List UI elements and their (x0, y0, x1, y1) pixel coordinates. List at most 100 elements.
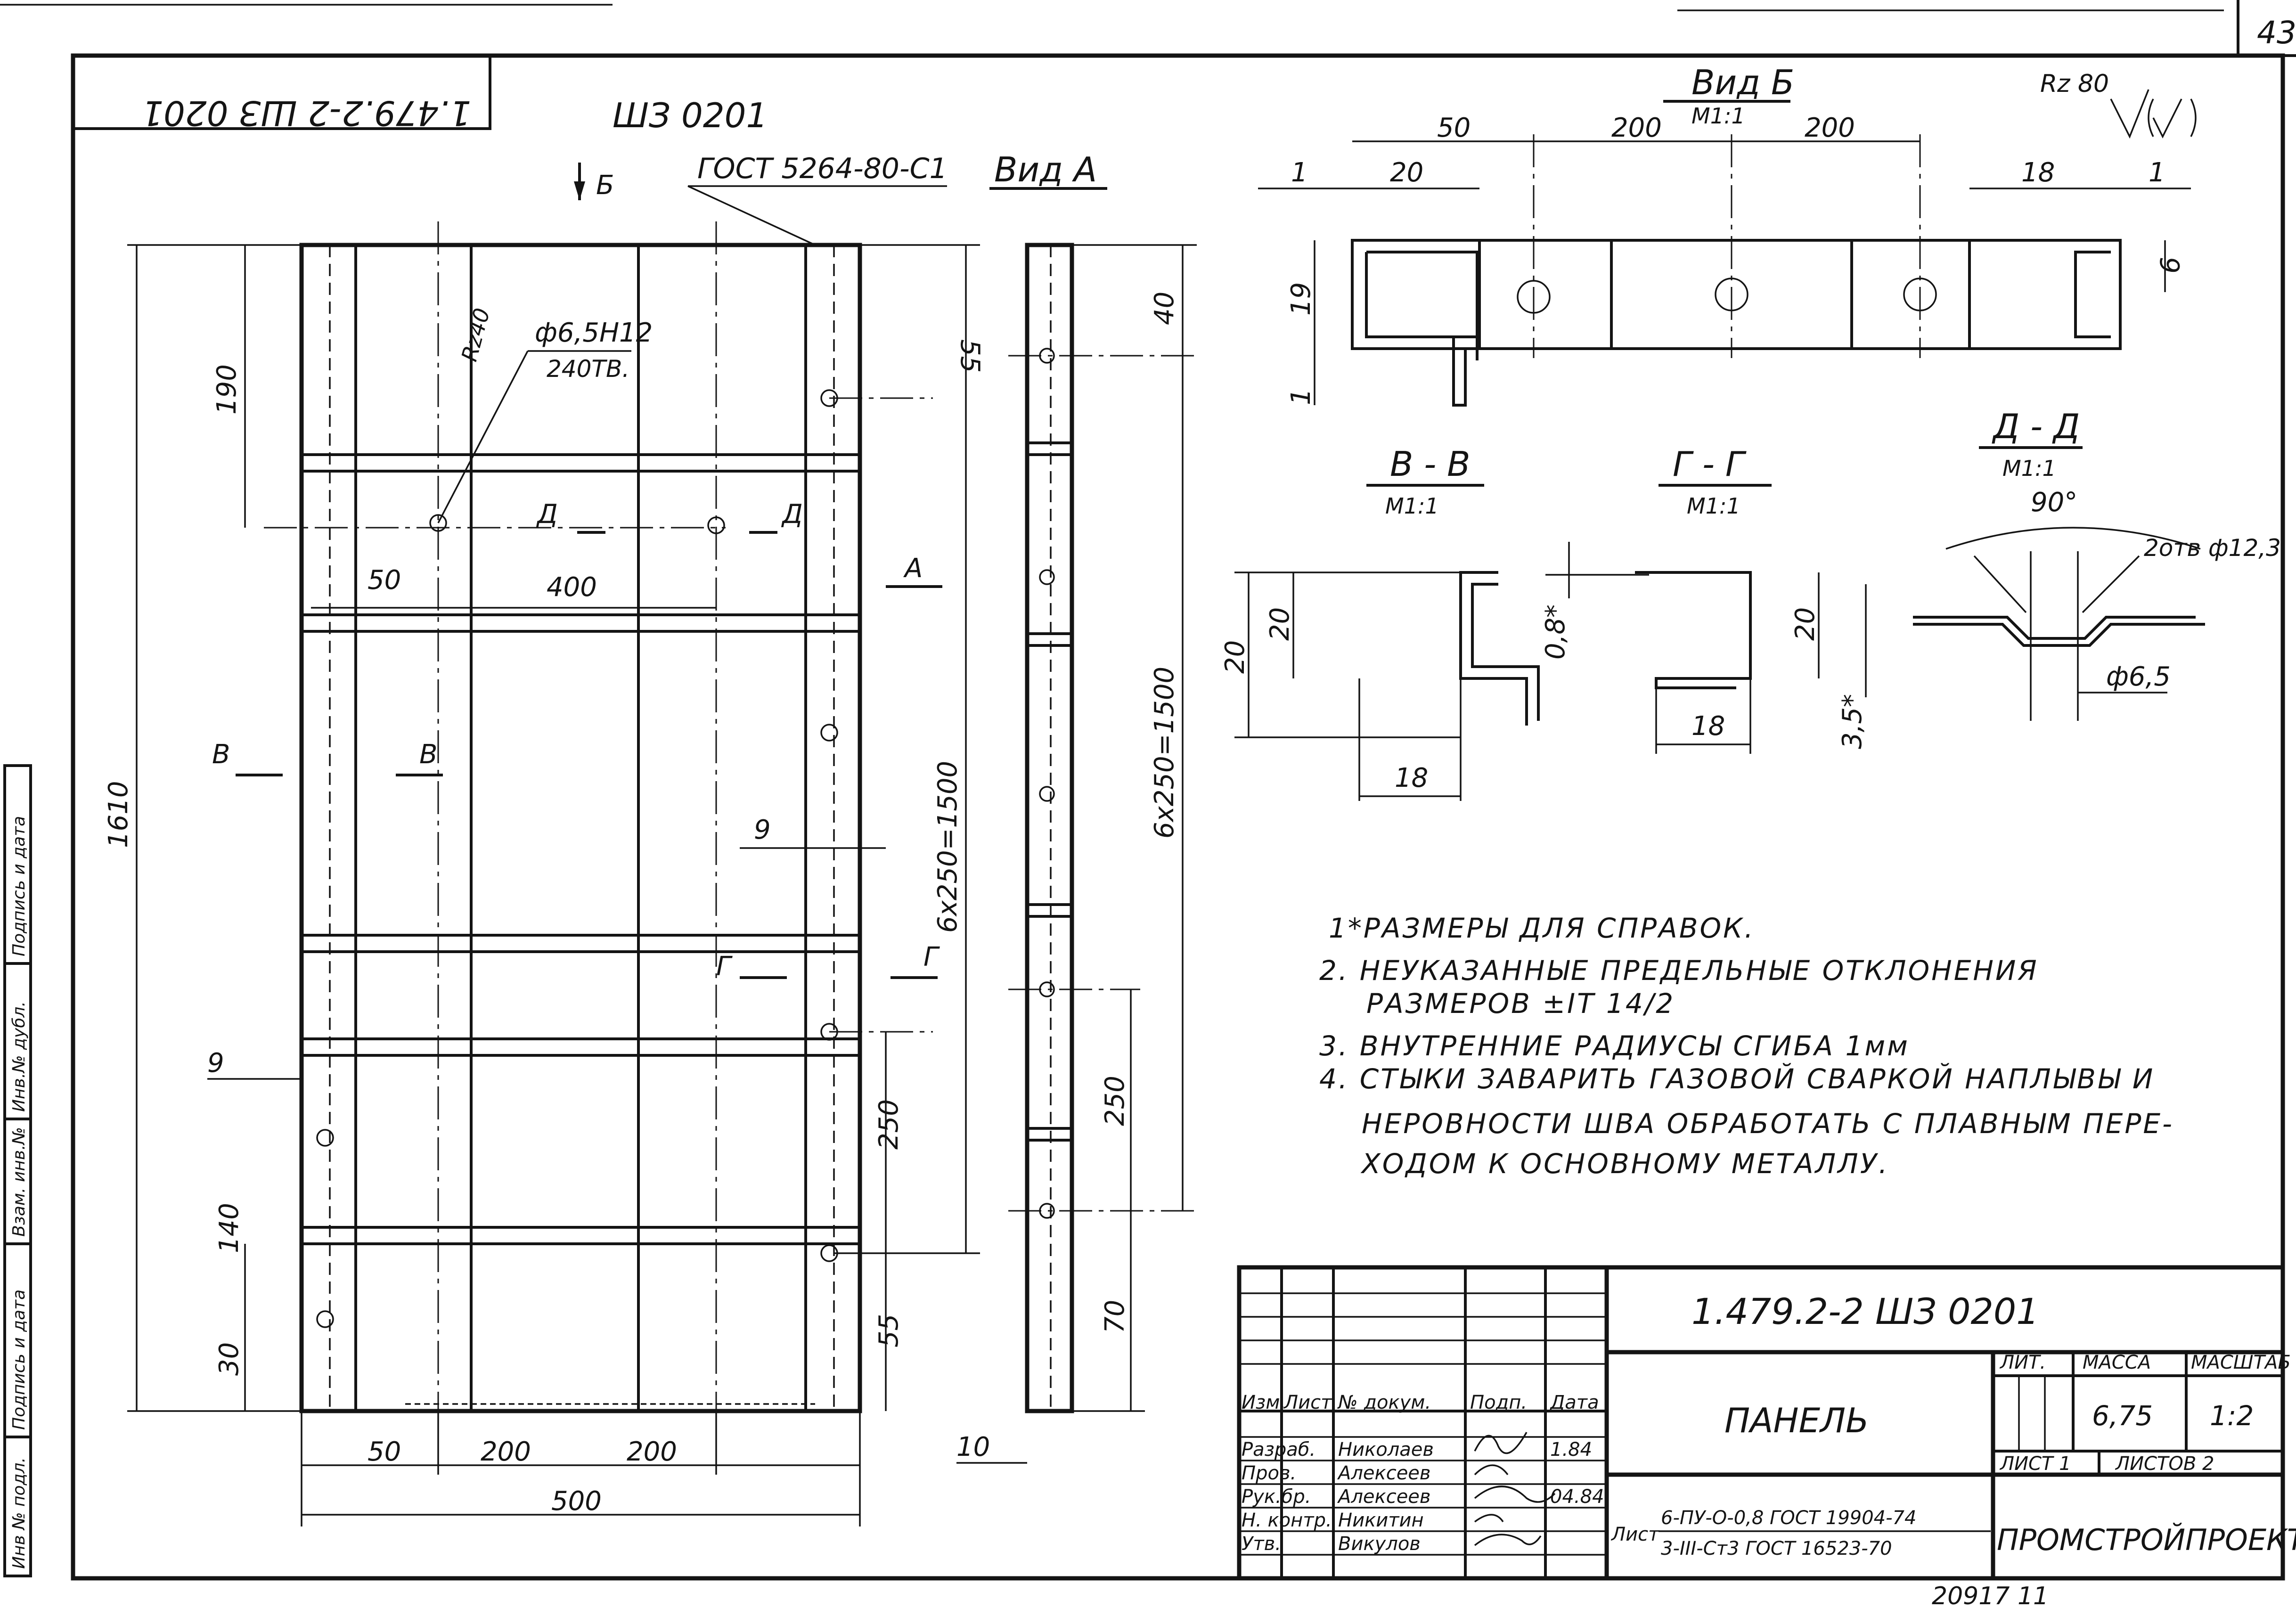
dim-dd-35: 3,5* (1837, 694, 1868, 749)
dim-400: 400 (547, 572, 597, 603)
note-3: 3. ВНУТРЕННИЕ РАДИУСЫ СГИБА 1мм (1319, 1030, 1910, 1062)
bottom-stamp: 20917 11 (1932, 1582, 2049, 1610)
mark-b-arrow: Б (596, 170, 614, 201)
hole-callout: ф6,5Н12 (535, 318, 653, 348)
mark-a: А (903, 553, 923, 584)
view-a-title: Вид А (994, 150, 1097, 189)
dim-200-bottom-2: 200 (627, 1436, 677, 1467)
signer-2: Алексеев (1337, 1462, 1430, 1484)
date-3: 04.84 (1550, 1486, 1604, 1508)
dim-200-bottom-1: 200 (481, 1436, 531, 1467)
mark-g-left: Г (716, 951, 733, 982)
dim-b-1-right: 1 (2149, 157, 2165, 188)
signer-4: Никитин (1338, 1510, 1424, 1531)
section-vv: В - В М1:1 20 20 18 (1220, 444, 1540, 801)
panel-front-view: ШЗ 0201 Б ГОСТ 5264-80-С1 Вид А (103, 96, 1107, 1526)
dim-50-bottom: 50 (368, 1436, 401, 1467)
dim-6x250-side: 6х250=1500 (1149, 667, 1180, 839)
side-stamp-inv: Инв № подл. (9, 1457, 29, 1569)
dim-b-1-vert: 1 (1286, 388, 1316, 405)
section-dd: Д - Д М1:1 90° 2отв ф12,3 ф6,5 3,5* (1837, 407, 2281, 749)
signer-5: Викулов (1338, 1533, 1421, 1555)
dim-9-left: 9 (207, 1048, 224, 1078)
tb-org: ПРОМСТРОЙПРОЕКТ (1997, 1522, 2296, 1557)
tb-material-prefix: Лист (1610, 1524, 1660, 1545)
note-2-cont: РАЗМЕРОВ ±IT 14/2 (1366, 988, 1675, 1020)
section-vv-title: В - В (1390, 444, 1471, 484)
dim-b-20: 20 (1390, 157, 1423, 188)
dim-gg-20: 20 (1790, 607, 1821, 641)
section-gg-title: Г - Г (1673, 444, 1747, 484)
dim-30: 30 (214, 1342, 245, 1376)
drawing-frame (71, 53, 2285, 1581)
tb-mass: 6,75 (2092, 1400, 2153, 1432)
mark-g-right: Г (923, 942, 940, 972)
note-1: 1*РАЗМЕРЫ ДЛЯ СПРАВОК. (1329, 912, 1755, 944)
section-dd-scale: М1:1 (2002, 456, 2056, 481)
page-number: 43 (2257, 15, 2296, 51)
side-stamp: Инв № подл. Подпись и дата Взам. инв.№ И… (3, 764, 32, 1577)
dim-9-right: 9 (754, 815, 771, 845)
signatures (1474, 1432, 1556, 1546)
dim-gg-08: 0,8* (1540, 604, 1571, 660)
dim-b-200-1: 200 (1611, 113, 1662, 143)
tb-lit-header: ЛИТ. (1999, 1352, 2046, 1373)
dim-vv-20: 20 (1265, 607, 1295, 641)
dim-55-top: 55 (955, 339, 985, 373)
role-3: Рук.бр. (1242, 1486, 1311, 1508)
note-4-cont-2: ХОДОМ К ОСНОВНОМУ МЕТАЛЛУ. (1360, 1148, 1889, 1180)
role-2: Пров. (1242, 1462, 1296, 1484)
roughness: Rz 80 (2040, 70, 2109, 98)
dim-vv-30: 20 (1220, 640, 1250, 674)
tb-material-bottom: 3-III-Ст3 ГОСТ 16523-70 (1661, 1538, 1892, 1559)
dim-250-side: 250 (1100, 1076, 1130, 1126)
inverted-code-box (72, 54, 491, 130)
date-1: 1.84 (1550, 1439, 1592, 1461)
view-b: Вид Б М1:1 Rz 80 50 200 200 1 20 18 1 19… (1258, 63, 2197, 407)
dim-6x250-front: 6х250=1500 (932, 761, 963, 933)
tb-scale-header: МАСШТАБ (2191, 1352, 2291, 1373)
dim-70: 70 (1100, 1300, 1130, 1333)
panel-side-view: 40 6х250=1500 250 70 10 (956, 243, 1197, 1464)
dim-10: 10 (956, 1432, 990, 1462)
dim-250-front: 250 (874, 1099, 904, 1150)
role-1: Разраб. (1242, 1439, 1316, 1461)
inverted-code: 1.479.2-2 ШЗ 0201 (142, 93, 471, 133)
title-block: Изм. Лист № докум. Подп. Дата Разраб. Ни… (1237, 1265, 2296, 1581)
side-stamp-sign-2: Подпись и дата (9, 816, 29, 956)
material-callout: ГОСТ 5264-80-С1 (697, 152, 948, 185)
col-date: Дата (1549, 1392, 1599, 1413)
part-code: ШЗ 0201 (613, 96, 768, 135)
side-stamp-sign-1: Подпись и дата (9, 1290, 29, 1430)
dd-holes: 2отв ф12,3 (2144, 534, 2281, 562)
dim-500: 500 (551, 1486, 602, 1517)
dim-b-18: 18 (2021, 157, 2055, 188)
dim-50: 50 (368, 565, 401, 596)
dim-vv-18: 18 (1395, 763, 1428, 793)
dim-55-bottom: 55 (874, 1314, 904, 1347)
section-vv-scale: М1:1 (1385, 493, 1439, 519)
dim-gg-18: 18 (1691, 711, 1725, 742)
section-gg-scale: М1:1 (1687, 493, 1740, 519)
col-list: Лист (1283, 1392, 1332, 1413)
dim-40: 40 (1149, 292, 1180, 325)
tb-designation: 1.479.2-2 ШЗ 0201 (1691, 1290, 2039, 1332)
signer-3: Алексеев (1337, 1486, 1430, 1508)
tb-sheets: ЛИСТОВ 2 (2115, 1453, 2214, 1475)
mark-d-right: Д (781, 499, 803, 530)
signer-1: Николаев (1338, 1439, 1434, 1461)
rz40-callout: Rz40 (456, 305, 495, 364)
dim-b-9: 9 (2154, 257, 2184, 274)
dd-angle: 90° (2031, 487, 2077, 518)
col-sign: Подп. (1470, 1392, 1527, 1413)
note-2: 2. НЕУКАЗАННЫЕ ПРЕДЕЛЬНЫЕ ОТКЛОНЕНИЯ (1319, 955, 2039, 987)
notes: 1*РАЗМЕРЫ ДЛЯ СПРАВОК. 2. НЕУКАЗАННЫЕ ПР… (1319, 912, 2172, 1180)
dim-1610: 1610 (103, 781, 134, 848)
mark-v-left: В (212, 739, 230, 770)
tb-sheet: ЛИСТ 1 (1999, 1453, 2071, 1475)
note-4: 4. СТЫКИ ЗАВАРИТЬ ГАЗОВОЙ СВАРКОЙ НАПЛЫВ… (1319, 1062, 2155, 1095)
tb-material-top: 6-ПУ-О-0,8 ГОСТ 19904-74 (1661, 1507, 1916, 1529)
mark-v-right: В (419, 739, 437, 770)
tb-name: ПАНЕЛЬ (1724, 1401, 1869, 1440)
